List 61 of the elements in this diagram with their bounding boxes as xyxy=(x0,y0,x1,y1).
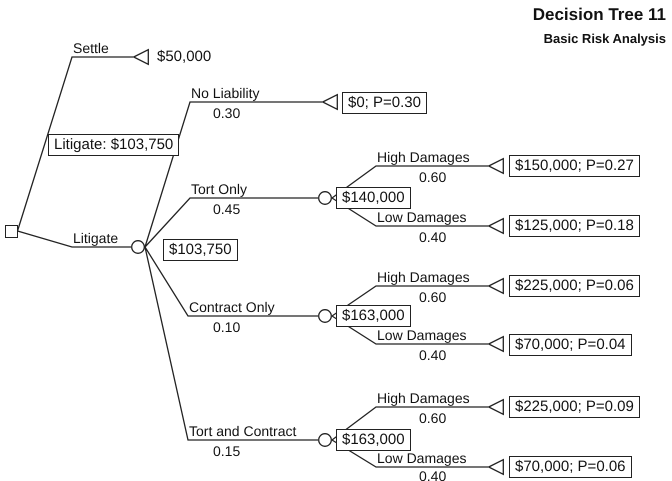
subtitle: Basic Risk Analysis xyxy=(544,31,666,46)
terminal-triangle xyxy=(488,399,504,415)
edge-label: Tort and Contract xyxy=(189,423,296,439)
branch-line xyxy=(332,406,488,441)
probability-label: 0.60 xyxy=(419,289,446,305)
chance-circle xyxy=(318,191,332,205)
value-box: $70,000; P=0.06 xyxy=(509,456,632,478)
edge-label: Litigate xyxy=(73,230,118,246)
value-box: $163,000 xyxy=(336,429,411,451)
branch-line xyxy=(332,439,488,468)
branch-line xyxy=(332,165,488,199)
title: Decision Tree 11 xyxy=(532,5,666,25)
edge-label: High Damages xyxy=(377,149,470,165)
edge-label: High Damages xyxy=(377,390,470,406)
branch-line xyxy=(332,285,488,317)
terminal-triangle xyxy=(488,336,504,352)
chance-circle xyxy=(318,433,332,447)
probability-label: 0.40 xyxy=(419,229,446,245)
value-box: $103,750 xyxy=(163,239,238,261)
probability-label: 0.40 xyxy=(419,468,446,481)
probability-label: 0.60 xyxy=(419,169,446,185)
probability-label: 0.45 xyxy=(213,201,240,217)
value-box: $225,000; P=0.06 xyxy=(509,275,640,297)
terminal-triangle xyxy=(488,218,504,234)
edge-label: Low Damages xyxy=(377,209,466,225)
value-box: $70,000; P=0.04 xyxy=(509,334,632,356)
value-box: $0; P=0.30 xyxy=(342,92,427,114)
value-box: $140,000 xyxy=(336,187,411,209)
probability-label: 0.15 xyxy=(213,443,240,459)
terminal-triangle xyxy=(488,459,504,475)
edge-label: Contract Only xyxy=(189,299,275,315)
branch-line xyxy=(332,315,488,345)
value-box: $225,000; P=0.09 xyxy=(509,396,640,418)
branch-line xyxy=(144,246,318,441)
edge-label: Tort Only xyxy=(191,181,248,197)
edge-label: Low Damages xyxy=(377,327,466,343)
chance-circle xyxy=(318,309,332,323)
value-box: $150,000; P=0.27 xyxy=(509,155,640,177)
branch-line xyxy=(144,197,318,248)
terminal-triangle xyxy=(133,49,149,65)
terminal-triangle xyxy=(488,278,504,294)
branch-line xyxy=(16,56,133,232)
value-box: $163,000 xyxy=(336,305,411,327)
branch-line xyxy=(17,230,131,248)
value-box: Litigate: $103,750 xyxy=(48,134,180,156)
branch-line xyxy=(144,246,318,317)
decision-square xyxy=(4,224,18,238)
probability-label: 0.40 xyxy=(419,347,446,363)
edge-label: Settle xyxy=(73,40,109,56)
edge-label: Low Damages xyxy=(377,450,466,466)
chance-circle xyxy=(131,240,145,254)
probability-label: 0.30 xyxy=(213,105,240,121)
terminal-triangle xyxy=(322,94,338,110)
terminal-triangle xyxy=(488,158,504,174)
branch-line xyxy=(144,101,322,248)
branch-line xyxy=(332,197,488,227)
edge-label: High Damages xyxy=(377,269,470,285)
probability-label: 0.60 xyxy=(419,410,446,426)
edge-label: No Liability xyxy=(191,85,260,101)
value-box: $125,000; P=0.18 xyxy=(509,215,640,237)
probability-label: 0.10 xyxy=(213,319,240,335)
